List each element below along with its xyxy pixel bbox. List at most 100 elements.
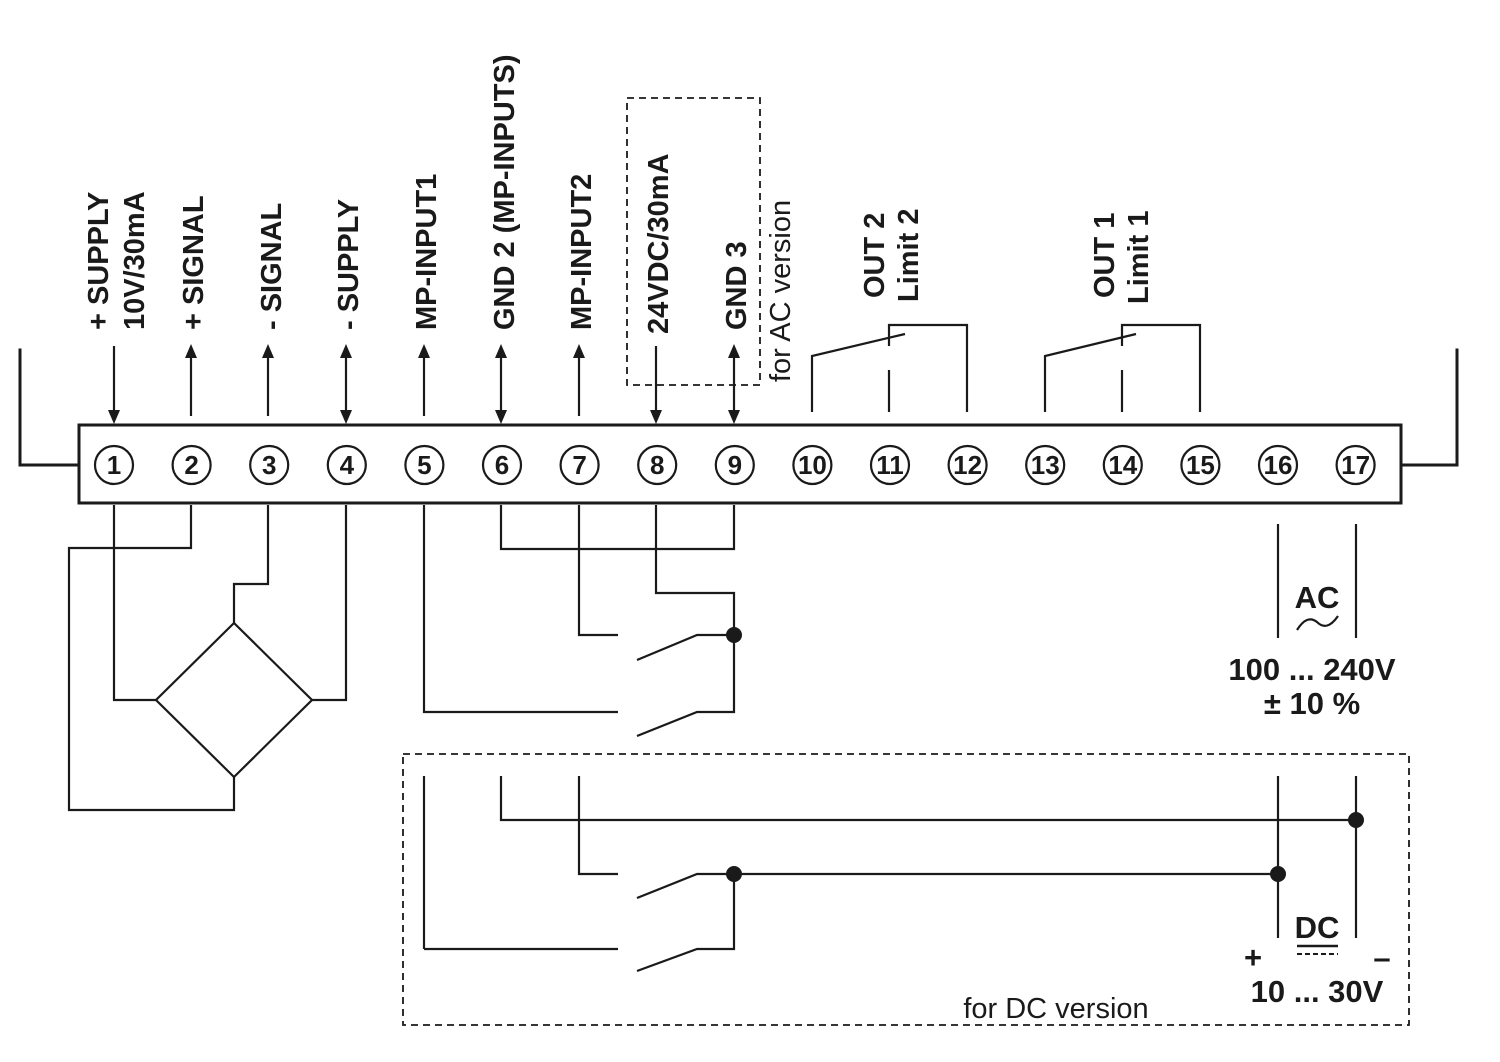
terminal-circle	[714, 444, 755, 486]
arrow-down-icon	[650, 410, 662, 424]
arrow-down-icon	[340, 410, 352, 424]
terminal-number: 16	[1264, 450, 1293, 480]
ac-tolerance: ± 10 %	[1264, 686, 1360, 721]
terminal-number: 4	[340, 450, 355, 480]
terminal-circle	[326, 444, 367, 486]
dc-plus: +	[1244, 940, 1262, 975]
terminal-circle	[1335, 444, 1376, 486]
svg-text:10V/30mA: 10V/30mA	[119, 191, 151, 330]
terminal-circle	[559, 444, 600, 486]
ac-version-note: for AC version	[765, 200, 797, 382]
sensor-bridge-icon	[154, 621, 314, 779]
terminal-circle	[1257, 444, 1299, 486]
terminal-number: 14	[1108, 450, 1137, 480]
arrow-up-icon	[262, 344, 274, 358]
ac-label: AC	[1295, 580, 1340, 615]
terminal-number: 7	[572, 450, 586, 480]
terminal-13: 13	[1025, 444, 1066, 486]
terminal-number: 3	[262, 450, 276, 480]
dc-version-box	[402, 753, 1410, 1026]
terminal-14: 14	[1102, 444, 1143, 486]
terminal-number: 6	[495, 450, 509, 480]
arrow-up-icon	[185, 344, 197, 358]
ac-version-box	[626, 97, 761, 386]
relay-label-out1: OUT 1 Limit 1	[1089, 211, 1155, 304]
terminal-circle	[1180, 444, 1221, 486]
terminal-5: 5	[404, 444, 445, 486]
terminal-label-5: MP-INPUT1	[411, 174, 443, 330]
terminal-circle	[171, 444, 212, 486]
junction-dot	[1348, 812, 1364, 828]
arrow-up-icon	[495, 344, 507, 358]
terminal-label-7: MP-INPUT2	[566, 174, 598, 330]
terminal-arrows	[108, 344, 740, 424]
terminal-number: 10	[798, 450, 827, 480]
dc-version-note: for DC version	[963, 993, 1148, 1025]
dc-minus: –	[1373, 940, 1390, 975]
terminal-15: 15	[1180, 444, 1221, 486]
terminal-label-3: - SIGNAL	[256, 203, 288, 330]
terminal-number: 1	[107, 450, 121, 480]
arrow-down-icon	[495, 410, 507, 424]
svg-text:+ SUPPLY: + SUPPLY	[83, 192, 115, 330]
junction-dot	[726, 866, 742, 882]
terminal-12: 12	[947, 444, 988, 486]
terminal-number: 9	[728, 450, 742, 480]
terminal-16: 16	[1257, 444, 1299, 486]
svg-text:Limit 1: Limit 1	[1123, 211, 1155, 304]
terminal-number: 11	[876, 450, 904, 480]
arrow-up-icon	[573, 344, 585, 358]
junction-dot	[1270, 866, 1286, 882]
terminal-label-4: - SUPPLY	[333, 199, 365, 330]
svg-text:OUT 1: OUT 1	[1089, 213, 1121, 298]
terminal-circle	[792, 444, 833, 486]
arrow-up-icon	[418, 344, 430, 358]
arrow-up-icon	[340, 344, 352, 358]
ac-range: 100 ... 240V	[1228, 652, 1396, 687]
terminal-label-8: 24VDC/30mA	[643, 153, 675, 334]
dc-range: 10 ... 30V	[1251, 974, 1384, 1009]
terminal-number: 5	[417, 450, 431, 480]
relay-out2-contact	[810, 323, 969, 412]
terminal-number: 17	[1341, 450, 1370, 480]
terminal-3: 3	[249, 444, 290, 486]
terminal-strip	[18, 348, 1459, 505]
ac-input-contacts	[422, 505, 742, 738]
terminal-7: 7	[559, 444, 600, 486]
terminal-label-9: GND 3	[721, 241, 753, 330]
terminal-circle	[1102, 444, 1143, 486]
arrow-down-icon	[108, 410, 120, 424]
ac-sine-icon	[1296, 615, 1339, 631]
bridge-sensor	[67, 505, 348, 812]
terminal-circle	[637, 444, 678, 486]
terminal-circle	[947, 444, 988, 486]
terminal-label-2: + SIGNAL	[178, 195, 210, 330]
terminal-circle	[869, 444, 911, 486]
terminal-number: 13	[1031, 450, 1060, 480]
terminal-2: 2	[171, 444, 212, 486]
terminal-number: 15	[1186, 450, 1215, 480]
relay-label-out2: OUT 2 Limit 2	[859, 209, 925, 302]
terminal-circle	[404, 444, 445, 486]
terminal-number: 2	[184, 450, 198, 480]
terminal-label-6: GND 2 (MP-INPUTS)	[489, 55, 521, 331]
terminal-11: 11	[869, 444, 911, 486]
terminal-circle	[481, 444, 523, 486]
junction-dot	[726, 627, 742, 643]
terminal-4: 4	[326, 444, 367, 486]
terminal-8: 8	[637, 444, 678, 486]
dc-label: DC	[1295, 910, 1340, 945]
svg-text:OUT 2: OUT 2	[859, 213, 891, 298]
terminal-number: 8	[650, 450, 664, 480]
terminal-circle	[249, 444, 290, 486]
terminal-number: 12	[953, 450, 982, 480]
terminal-circle	[93, 444, 135, 486]
terminal-10: 10	[792, 444, 833, 486]
relay-out1-contact	[1043, 323, 1202, 412]
ac-supply: AC 100 ... 240V ± 10 %	[1228, 524, 1396, 721]
svg-text:Limit 2: Limit 2	[893, 209, 925, 302]
arrow-up-icon	[728, 344, 740, 358]
terminal-label-1: + SUPPLY 10V/30mA	[83, 191, 151, 330]
